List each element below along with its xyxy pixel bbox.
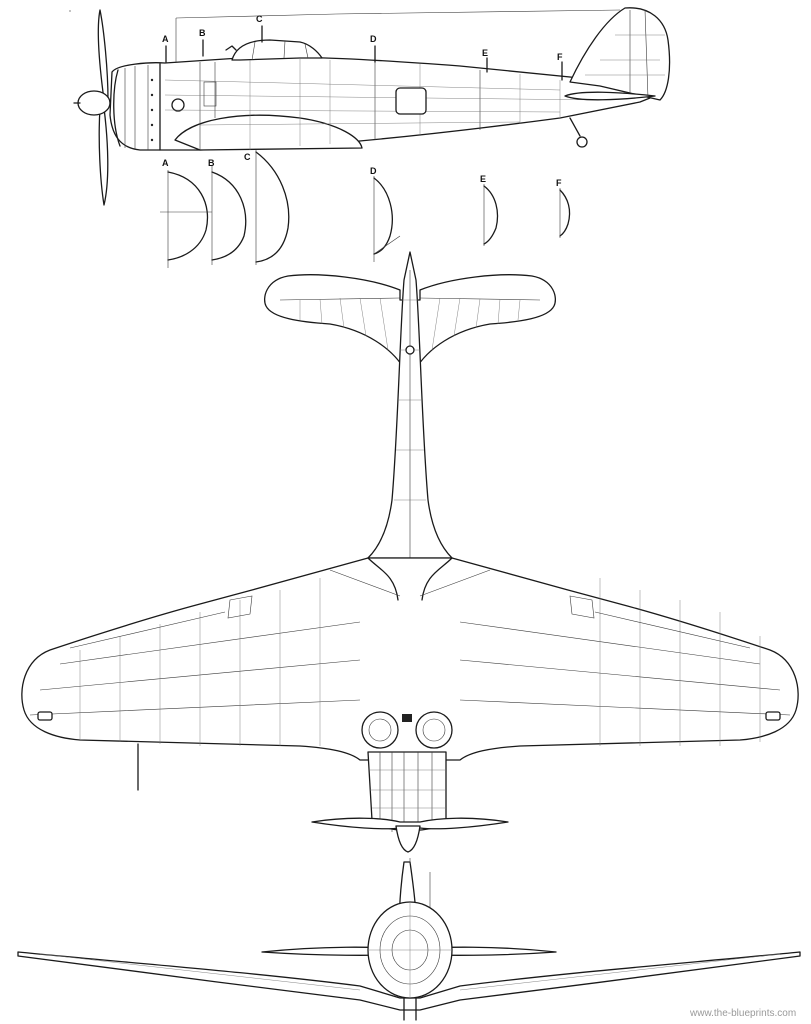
station-label-c: C (256, 14, 263, 24)
watermark: www.the-blueprints.com (689, 1008, 796, 1019)
vertical-tail-side (569, 7, 671, 101)
top-view (21, 251, 799, 853)
station-label-f: F (557, 52, 563, 62)
section-label-a: A (162, 158, 169, 168)
station-label-e: E (482, 48, 488, 58)
station-label-d: D (370, 34, 377, 44)
propeller-top (311, 817, 509, 830)
station-label-b: B (199, 28, 206, 38)
station-label-a: A (162, 34, 169, 44)
side-view (69, 7, 671, 206)
section-label-d: D (370, 166, 377, 176)
canopy (231, 39, 323, 61)
section-label-c: C (244, 152, 251, 162)
tailwheel (569, 117, 588, 148)
section-label-e: E (480, 174, 486, 184)
section-label-b: B (208, 158, 215, 168)
propeller-side (73, 9, 111, 206)
section-label-f: F (556, 178, 562, 188)
main-wing-top (21, 557, 799, 761)
cowl-rivets (150, 78, 154, 142)
cross-sections (160, 150, 571, 268)
front-view (17, 858, 801, 1021)
engine-cowl-top (361, 711, 453, 834)
